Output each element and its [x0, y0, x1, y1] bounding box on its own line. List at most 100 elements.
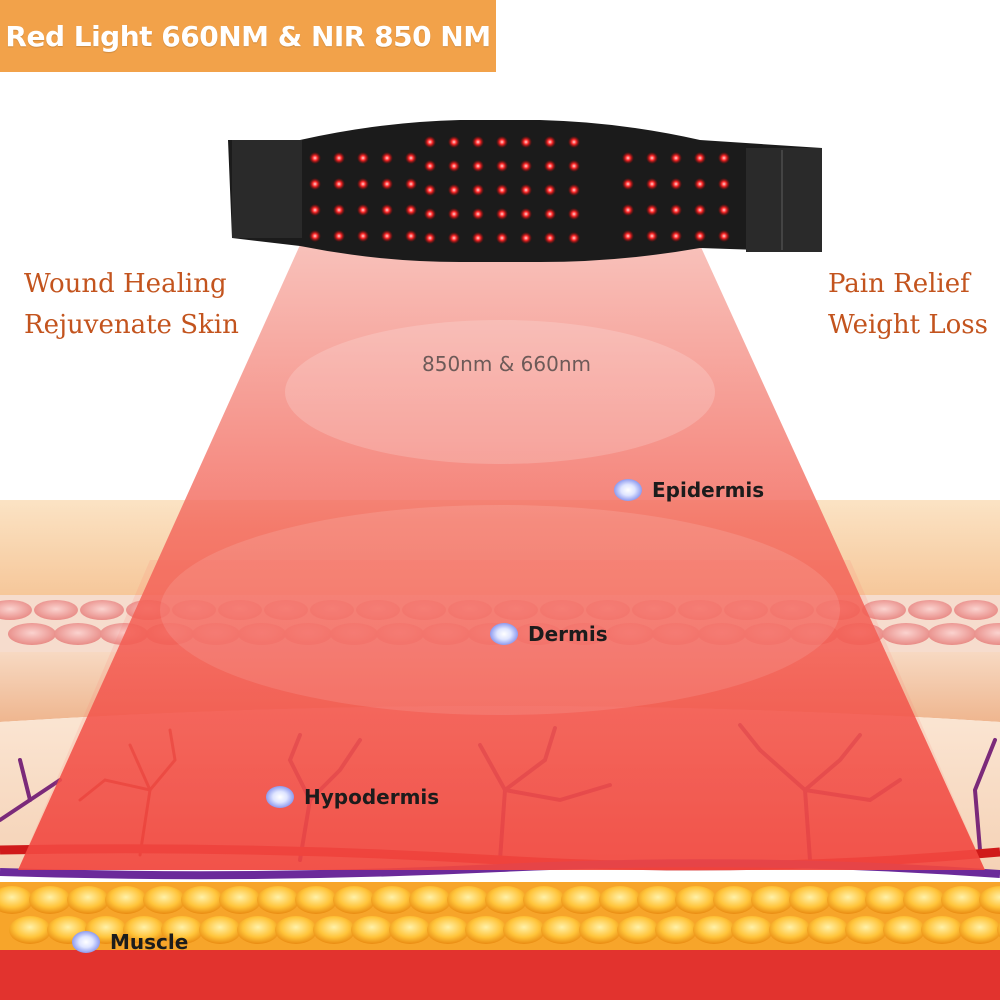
led [544, 232, 556, 244]
fat-cell [161, 916, 203, 944]
label-muscle: Muscle [72, 930, 188, 954]
glowing-dot-icon [614, 479, 642, 501]
led [496, 184, 508, 196]
led [568, 208, 580, 220]
led [544, 208, 556, 220]
led [333, 178, 345, 190]
fat-cell [275, 916, 317, 944]
fat-cell [105, 886, 147, 914]
led [544, 184, 556, 196]
led [357, 152, 369, 164]
led [694, 204, 706, 216]
fat-cell [769, 916, 811, 944]
fat-cell [541, 916, 583, 944]
beam-glow-upper [285, 320, 715, 464]
fat-cell [523, 886, 565, 914]
fat-cell [579, 916, 621, 944]
fat-cell [181, 886, 223, 914]
dermis-cell [54, 623, 102, 645]
led [381, 152, 393, 164]
led [694, 152, 706, 164]
dermis-text: Dermis [528, 622, 608, 646]
fat-cell [599, 886, 641, 914]
fat-cell [295, 886, 337, 914]
fat-cell [503, 916, 545, 944]
led [622, 152, 634, 164]
fat-cell [143, 886, 185, 914]
led [381, 178, 393, 190]
led [622, 204, 634, 216]
fat-cell [865, 886, 907, 914]
led [568, 136, 580, 148]
muscle-text: Muscle [110, 930, 189, 954]
led [520, 160, 532, 172]
led [544, 136, 556, 148]
dermis-cell [928, 623, 976, 645]
fat-cell [123, 916, 165, 944]
fat-cell [447, 886, 489, 914]
led [496, 136, 508, 148]
led [381, 230, 393, 242]
light-therapy-belt [228, 120, 822, 262]
led-array [309, 136, 730, 244]
led [472, 136, 484, 148]
dermis-cell [882, 623, 930, 645]
led [496, 208, 508, 220]
led [424, 232, 436, 244]
wavelength-label: 850nm & 660nm [422, 352, 591, 376]
benefits-right: Pain Relief Weight Loss [828, 264, 988, 346]
fat-cell [427, 916, 469, 944]
fat-cell [845, 916, 887, 944]
label-epidermis: Epidermis [614, 478, 764, 502]
fat-cell [0, 886, 33, 914]
fat-cell [313, 916, 355, 944]
led [718, 230, 730, 242]
led [670, 230, 682, 242]
beam-glow-lower [160, 505, 840, 715]
led [472, 184, 484, 196]
label-dermis: Dermis [490, 622, 608, 646]
led [424, 184, 436, 196]
led [496, 232, 508, 244]
led [357, 230, 369, 242]
dermis-cell [862, 600, 906, 620]
led [424, 208, 436, 220]
led [309, 230, 321, 242]
led [646, 152, 658, 164]
led [520, 232, 532, 244]
led [694, 178, 706, 190]
led [405, 204, 417, 216]
led [646, 204, 658, 216]
led [309, 152, 321, 164]
led [496, 160, 508, 172]
led [357, 204, 369, 216]
dermis-cell [0, 600, 32, 620]
fat-cells [0, 886, 1000, 944]
led [309, 178, 321, 190]
glowing-dot-icon [490, 623, 518, 645]
label-hypodermis: Hypodermis [266, 785, 439, 809]
led [448, 208, 460, 220]
benefit-wound-healing: Wound Healing [24, 269, 227, 299]
led [424, 136, 436, 148]
led [472, 232, 484, 244]
fat-cell [257, 886, 299, 914]
led [646, 178, 658, 190]
led [520, 184, 532, 196]
fat-cell [921, 916, 963, 944]
muscle-layer [0, 950, 1000, 1000]
fat-cell [389, 916, 431, 944]
dermis-cell [908, 600, 952, 620]
led [622, 230, 634, 242]
banner-title: Red Light 660NM & NIR 850 NM [5, 19, 491, 53]
fat-cell [371, 886, 413, 914]
led [309, 204, 321, 216]
led [357, 178, 369, 190]
fat-cell [333, 886, 375, 914]
fat-cell [883, 916, 925, 944]
led [448, 160, 460, 172]
title-banner: Red Light 660NM & NIR 850 NM [0, 0, 496, 72]
led [472, 208, 484, 220]
